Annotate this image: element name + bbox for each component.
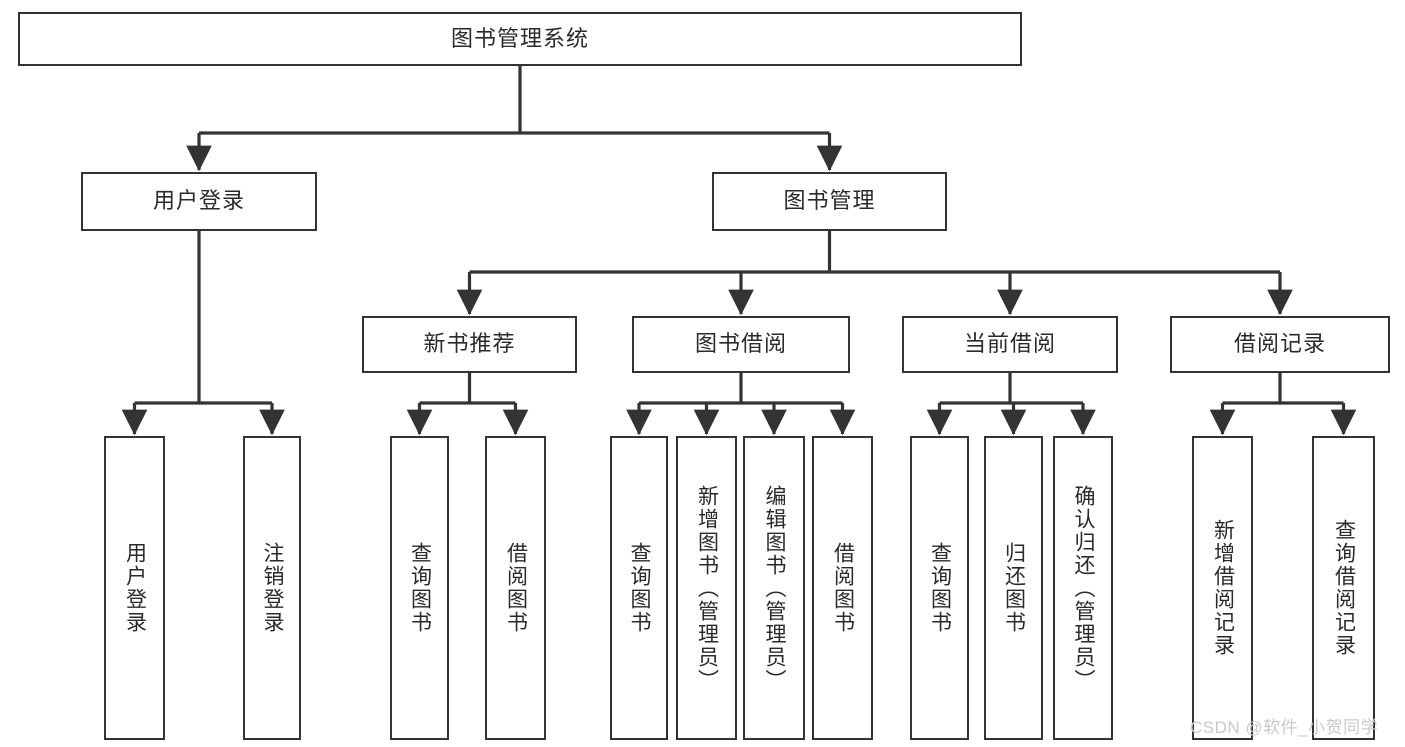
node-label: 新增图书（管理员） [695,484,719,692]
node-label: 当前借阅 [963,331,1056,357]
node-leaf-user-login[interactable]: 用户登录 [104,436,165,740]
node-leaf-query-book-rec[interactable]: 查询图书 [390,436,449,740]
node-leaf-borrow-book[interactable]: 借阅图书 [812,436,873,740]
node-label: 用户登录 [152,188,245,214]
node-leaf-return-book[interactable]: 归还图书 [984,436,1043,740]
node-label: 借阅图书 [504,542,528,634]
node-label: 编辑图书（管理员） [763,484,786,692]
watermark-label: CSDN @软件_小贺同学 [1190,718,1379,737]
node-label: 归还图书 [1002,542,1026,634]
node-label: 图书管理系统 [450,25,589,51]
node-leaf-edit-book-admin[interactable]: 编辑图书（管理员） [743,436,805,740]
node-label: 图书管理 [783,188,876,214]
node-label: 借阅图书 [831,542,855,634]
node-new-book-recommend[interactable]: 新书推荐 [362,316,577,373]
node-leaf-add-book-admin[interactable]: 新增图书（管理员） [676,436,737,740]
node-label: 查询图书 [928,542,952,634]
node-leaf-logout-login[interactable]: 注销登录 [243,436,301,740]
node-leaf-query-borrow-record[interactable]: 查询借阅记录 [1312,436,1375,740]
node-label: 确认归还（管理员） [1072,484,1095,692]
node-leaf-confirm-return-admin[interactable]: 确认归还（管理员） [1053,436,1113,740]
node-label: 查询图书 [408,542,432,634]
node-leaf-borrow-book-rec[interactable]: 借阅图书 [485,436,546,740]
node-label: 图书借阅 [694,331,787,357]
node-leaf-query-book-cur[interactable]: 查询图书 [910,436,969,740]
node-label: 注销登录 [261,542,284,634]
node-label: 新书推荐 [423,331,516,357]
node-leaf-query-book-borrow[interactable]: 查询图书 [610,436,668,740]
node-label: 用户登录 [123,542,147,634]
node-root[interactable]: 图书管理系统 [18,12,1022,66]
node-label: 借阅记录 [1233,331,1326,357]
node-borrow-record[interactable]: 借阅记录 [1170,316,1390,373]
node-label: 查询借阅记录 [1332,519,1356,657]
node-book-borrow[interactable]: 图书借阅 [632,316,850,373]
node-label: 查询图书 [628,542,651,634]
node-user-login[interactable]: 用户登录 [81,172,317,231]
node-current-borrow[interactable]: 当前借阅 [902,316,1118,373]
node-book-manage[interactable]: 图书管理 [712,172,947,231]
node-label: 新增借阅记录 [1211,519,1235,657]
node-leaf-add-borrow-record[interactable]: 新增借阅记录 [1192,436,1253,740]
